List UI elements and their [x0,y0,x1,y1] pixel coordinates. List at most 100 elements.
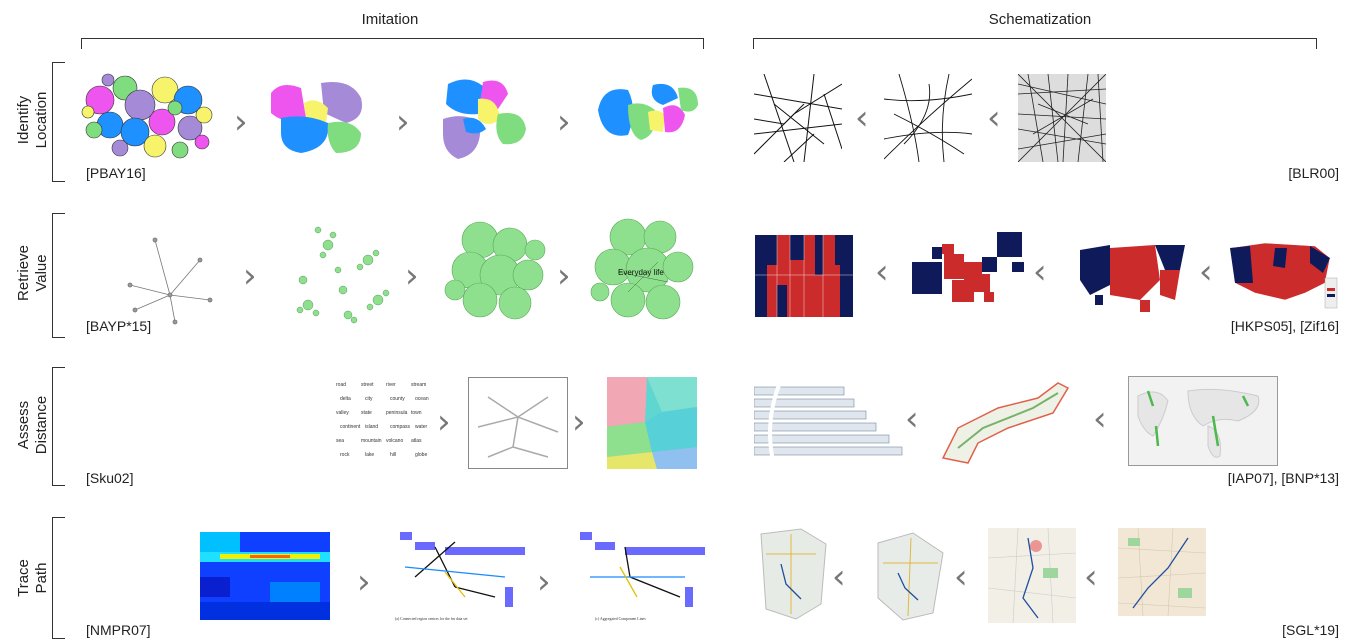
road-network-image-2 [884,74,972,162]
arrow-right-icon: › [557,256,571,296]
cite-left-identify: [PBAY16] [86,165,146,181]
word-label: sea [336,438,344,444]
cite-right-trace: [SGL*19] [1282,622,1339,638]
word-label: stream [411,382,426,388]
us-cartogram-image [1080,240,1190,315]
word-label: river [386,382,396,388]
word-label: street [361,382,374,388]
row-label-line2: Path [33,562,50,594]
schematic-path-map-image-2 [873,528,945,623]
row-bracket-assess [52,367,65,486]
road-network-image-1 [754,74,842,162]
cite-right-identify: [BLR00] [1288,165,1339,181]
arrow-left-icon: ‹ [1033,252,1047,292]
header-imitation: Imitation [361,11,419,28]
word-label: peninsula [386,410,408,416]
word-label: water [415,424,428,430]
street-map-image-1 [988,528,1076,623]
dense-road-map-image [1018,74,1106,162]
arrow-left-icon: ‹ [1199,252,1213,292]
word-graph-image [468,377,568,469]
word-label: volcano [386,438,403,444]
world-map-image [1128,376,1278,466]
row-bracket-trace [52,517,65,639]
arrow-left-icon: ‹ [987,98,1001,138]
word-label: valley [336,410,349,416]
row-label-assess: Assess Distance [15,365,55,485]
green-bubble-blob-image [440,215,550,325]
arrow-right-icon: › [357,562,371,602]
component-lines-image-1: (a) Connected region centres for the frn… [385,527,533,625]
arrow-left-icon: ‹ [1084,557,1098,597]
cite-left-retrieve: [BAYP*15] [86,318,152,334]
word-label: hill [390,452,396,458]
route-strip-map-image [938,378,1073,466]
green-node-graph-image [288,215,398,325]
row-label-line1: Assess [15,400,32,450]
header-schematization: Schematization [988,11,1092,28]
imitation-bracket [81,38,704,49]
row-label-line2: Distance [33,395,50,455]
word-label: lake [365,452,374,458]
word-label: city [365,396,373,402]
row-label-line2: Location [33,91,50,149]
cite-right-retrieve: [HKPS05], [Zif16] [1230,318,1339,334]
word-label: continent [340,424,361,430]
schematization-bracket [753,38,1317,49]
row-label-identify: Identify Location [15,60,55,180]
labeled-bubble-blob-image: Everyday life [588,212,698,327]
row-label-line1: Retrieve [15,245,32,301]
blob-map-image-3 [593,80,703,145]
arrow-right-icon: › [396,102,410,142]
heatmap-image [200,532,330,620]
word-label: mountain [361,438,382,444]
word-label: atlas [411,438,422,444]
word-label: ocean [415,396,429,402]
arrow-right-icon: › [572,402,586,442]
word-label: town [411,410,422,416]
cite-right-assess: [IAP07], [BNP*13] [1227,470,1339,486]
arrow-right-icon: › [243,256,257,296]
word-label: state [361,410,372,416]
word-layout-image-1: road street river stream delta city county ocea… [333,377,438,469]
bubble-cluster-image [80,70,215,160]
trace-caption-a: (a) Connected region centres for the frn… [395,617,468,621]
row-label-line2: Value [33,254,50,292]
blob-map-image-2 [438,74,528,162]
schematic-path-map-image-1 [756,524,828,622]
strip-map-image [754,385,904,465]
blob-map-image [266,78,371,158]
arrow-right-icon: › [537,562,551,602]
row-label-line1: Identify [15,95,32,145]
arrow-left-icon: ‹ [875,252,889,292]
trace-caption-c: (c) Aggregated Component Lines [595,617,646,621]
component-lines-image-2: (c) Aggregated Component Lines [565,527,713,625]
word-label: compass [390,424,411,430]
cartogram-squares-image [912,232,1024,304]
word-label: road [336,382,346,388]
arrow-right-icon: › [234,102,248,142]
arrow-right-icon: › [557,102,571,142]
node-link-graph-image [115,210,235,325]
word-label: globe [415,452,427,458]
graph-label: Everyday life [618,268,664,277]
cite-left-trace: [NMPR07] [86,622,151,638]
colored-word-map-image [607,377,697,469]
arrow-right-icon: › [405,256,419,296]
row-label-trace: Trace Path [15,518,55,638]
arrow-left-icon: ‹ [832,557,846,597]
street-map-image-2 [1118,528,1206,616]
word-label: rock [340,452,350,458]
word-label: island [365,424,378,430]
us-map-image [1225,238,1340,313]
arrow-left-icon: ‹ [954,557,968,597]
arrow-left-icon: ‹ [1093,399,1107,439]
cartogram-rect-image [755,235,853,317]
row-bracket-retrieve [52,213,65,338]
row-bracket-identify [52,62,65,182]
arrow-left-icon: ‹ [855,98,869,138]
arrow-right-icon: › [437,402,451,442]
word-label: delta [340,396,351,402]
word-label: county [390,396,405,402]
arrow-left-icon: ‹ [905,399,919,439]
